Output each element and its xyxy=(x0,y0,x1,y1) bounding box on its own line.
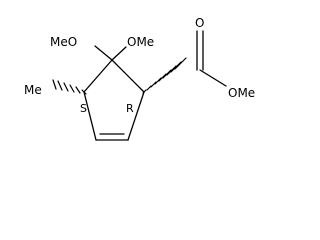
label-methoxy-left: MeO xyxy=(50,35,77,49)
stereo-label-s: S xyxy=(80,102,87,115)
label-methyl: Me xyxy=(24,83,42,97)
bond-c1-c5 xyxy=(111,59,145,93)
structure-canvas: MeO OMe Me O OMe S R xyxy=(24,16,256,141)
hashed-wedge-methyl xyxy=(52,79,87,95)
stereo-label-r: R xyxy=(126,102,134,115)
bond-c5-c4 xyxy=(127,91,145,141)
hashed-wedge-ester xyxy=(142,57,187,94)
label-carbonyl-oxygen: O xyxy=(195,16,204,30)
molecule-structure: MeO OMe Me O OMe S R xyxy=(24,16,255,141)
bond-c1-o-left xyxy=(94,45,113,61)
bond-c2-c3 xyxy=(83,91,97,141)
bond-ester-o xyxy=(199,69,227,87)
bond-c1-c2 xyxy=(83,59,113,93)
label-ester-methoxy: OMe xyxy=(228,86,255,100)
label-methoxy-right: OMe xyxy=(127,35,154,49)
bond-c1-o-right xyxy=(111,46,127,61)
